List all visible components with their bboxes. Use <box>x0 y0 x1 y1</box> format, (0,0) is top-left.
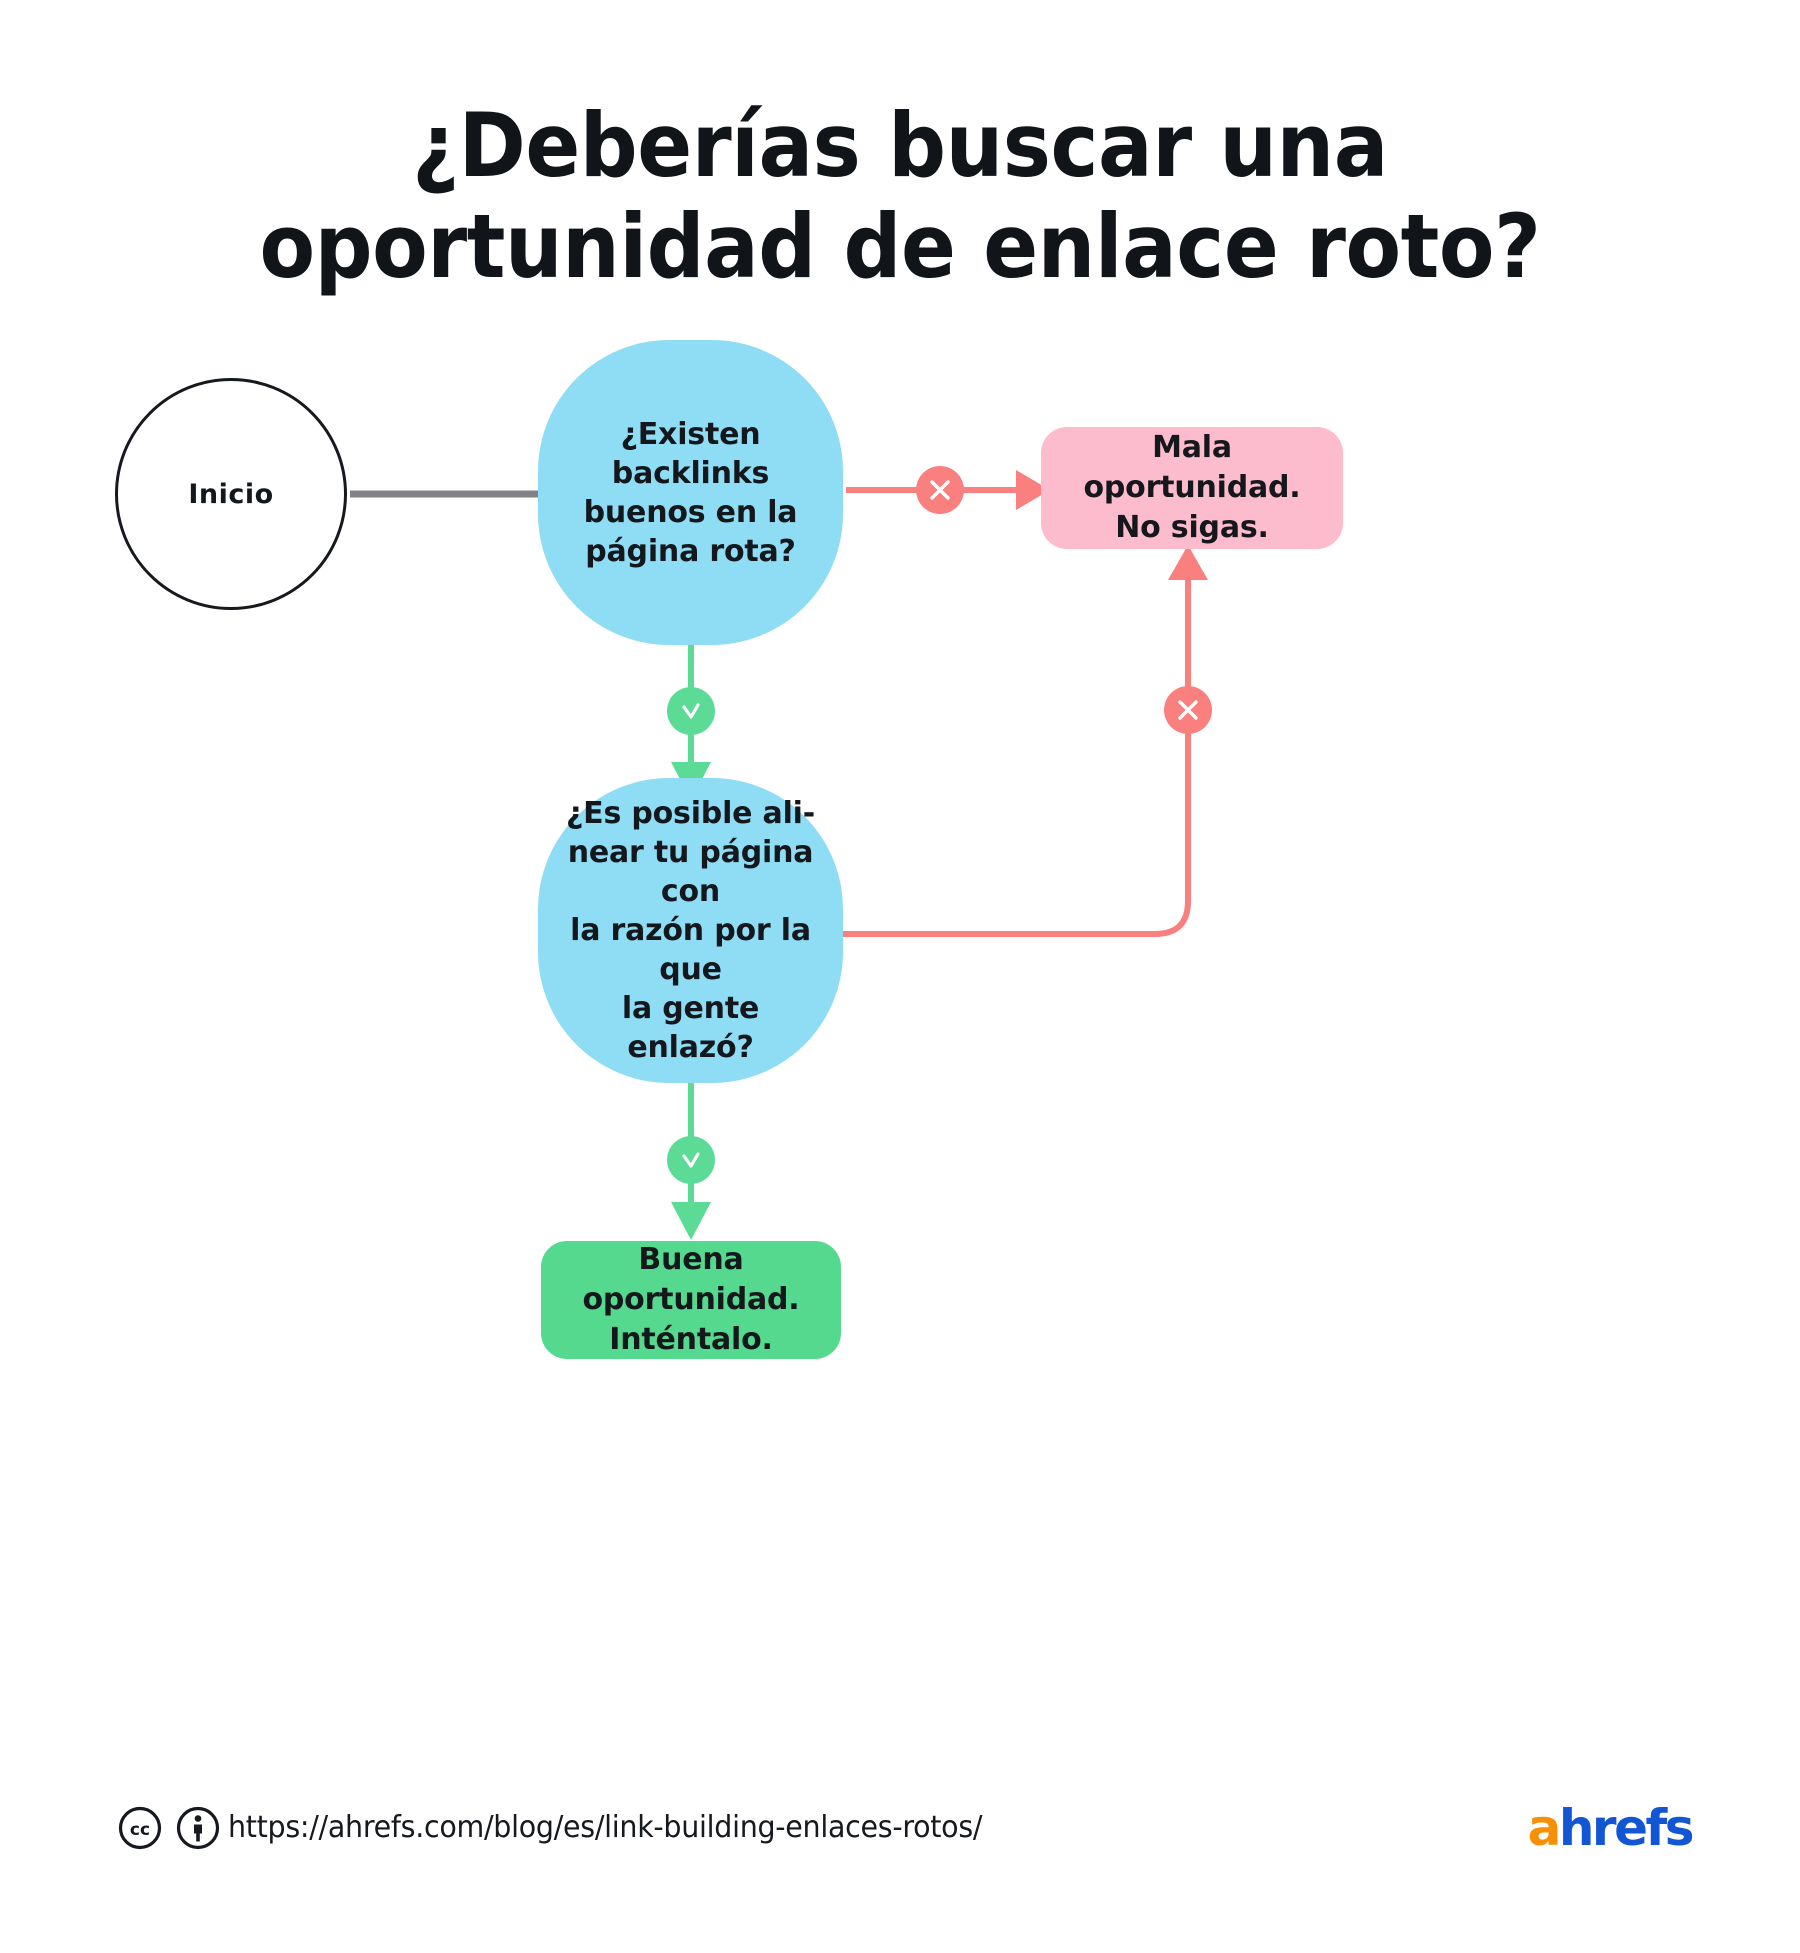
node-outcome-good-label: Buena oportunidad. Inténtalo. <box>582 1241 800 1358</box>
attribution-icon <box>176 1806 220 1850</box>
svg-text:cc: cc <box>130 1820 150 1840</box>
ahrefs-logo-rest: hrefs <box>1558 1799 1695 1857</box>
node-decision-backlinks-label: ¿Existen backlinks buenos en la página r… <box>583 416 798 569</box>
source-url[interactable]: https://ahrefs.com/blog/es/link-building… <box>228 1810 983 1845</box>
node-decision-backlinks[interactable]: ¿Existen backlinks buenos en la página r… <box>538 340 843 645</box>
node-start[interactable]: Inicio <box>115 378 347 610</box>
x-circle-icon <box>916 466 964 514</box>
x-circle-icon <box>1164 686 1212 734</box>
page-title: ¿Deberías buscar una oportunidad de enla… <box>259 94 1541 299</box>
check-circle-icon <box>667 687 715 735</box>
node-outcome-bad-label: Mala oportunidad. No sigas. <box>1083 429 1301 546</box>
node-decision-alignment-label: ¿Es posible ali- near tu página con la r… <box>565 796 816 1065</box>
edge-decision-2-no <box>843 545 1208 937</box>
footer: cc https://ahrefs.com/blog/es/link-build… <box>0 1800 1800 1890</box>
ahrefs-logo-a: a <box>1527 1799 1562 1857</box>
license-icons: cc <box>118 1806 220 1850</box>
node-outcome-good[interactable]: Buena oportunidad. Inténtalo. <box>541 1241 841 1359</box>
node-outcome-bad[interactable]: Mala oportunidad. No sigas. <box>1041 427 1343 549</box>
node-decision-alignment[interactable]: ¿Es posible ali- near tu página con la r… <box>538 778 843 1083</box>
node-start-label: Inicio <box>188 478 274 510</box>
check-circle-icon <box>667 1136 715 1184</box>
ahrefs-logo: ahrefs <box>1527 1799 1695 1857</box>
creative-commons-icon: cc <box>118 1806 162 1850</box>
